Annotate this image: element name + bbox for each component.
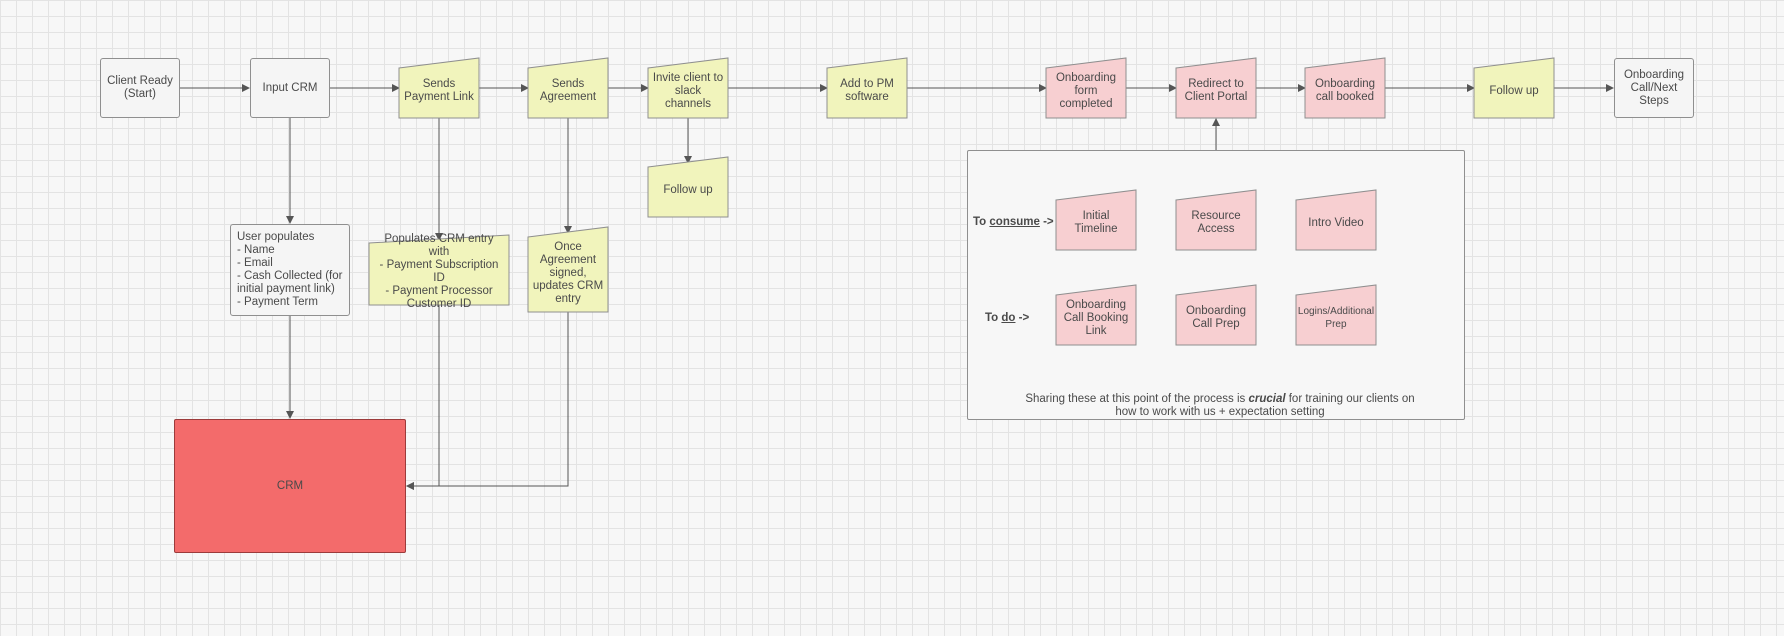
node-user-populates-label: User populates - Name - Email - Cash Col… [237,231,343,308]
row-label-consume-word: consume [989,216,1040,228]
node-initial-timeline[interactable]: Initial Timeline [1055,189,1137,251]
row-label-consume-suffix: -> [1039,216,1054,228]
panel-note-before: Sharing these at this point of the proce… [1025,393,1249,405]
node-onboarding-form[interactable]: Onboarding form completed [1045,57,1127,119]
panel-note-emphasis: crucial [1248,393,1286,405]
node-logins-prep-label: Logins/Additional Prep [1297,306,1375,330]
manual-input-shape [1055,284,1137,346]
node-add-pm-label: Add to PM software [840,78,894,103]
manual-input-shape [1473,57,1555,119]
row-label-do-prefix: To [985,312,1002,324]
node-onboarding-call-prep[interactable]: Onboarding Call Prep [1175,284,1257,346]
node-onboarding-call-booking-link-label: Onboarding Call Booking Link [1063,298,1129,337]
node-follow-up-slack-label: Follow up [663,183,713,196]
node-redirect-portal-label: Redirect to Client Portal [1184,78,1248,103]
manual-input-shape [1175,189,1257,251]
node-invite-slack-label: Invite client to slack channels [652,71,724,110]
node-crm[interactable]: CRM [174,419,406,553]
manual-input-shape [1175,57,1257,119]
edge-populates-to-crm [406,305,440,490]
node-onboarding-call-next[interactable]: Onboarding Call/Next Steps [1614,58,1694,118]
node-resource-access-label: Resource Access [1191,210,1241,235]
node-user-populates[interactable]: User populates - Name - Email - Cash Col… [230,224,350,316]
node-follow-up-top[interactable]: Follow up [1473,57,1555,119]
manual-input-shape [398,57,480,119]
node-input-crm-label: Input CRM [262,81,318,94]
row-label-consume: To consume -> [973,216,1054,228]
node-onboarding-call-booked-label: Onboarding call booked [1314,78,1376,103]
node-redirect-portal[interactable]: Redirect to Client Portal [1175,57,1257,119]
node-onboarding-call-prep-label: Onboarding Call Prep [1185,305,1247,330]
manual-input-shape [826,57,908,119]
manual-input-shape [1304,57,1386,119]
node-once-agreement[interactable]: Once Agreement signed, updates CRM entry [527,226,609,313]
node-follow-up-slack[interactable]: Follow up [647,156,729,218]
manual-input-shape [1295,189,1377,251]
row-label-do-word: do [1001,312,1016,324]
node-client-ready[interactable]: Client Ready (Start) [100,58,180,118]
node-client-ready-label: Client Ready (Start) [107,75,173,100]
node-resource-access[interactable]: Resource Access [1175,189,1257,251]
node-input-crm[interactable]: Input CRM [250,58,330,118]
node-follow-up-top-label: Follow up [1489,84,1539,97]
manual-input-shape [527,57,609,119]
node-sends-payment-link[interactable]: Sends Payment Link [398,57,480,119]
node-initial-timeline-label: Initial Timeline [1074,210,1118,235]
node-intro-video-label: Intro Video [1308,216,1364,229]
manual-input-shape [1175,284,1257,346]
node-add-pm[interactable]: Add to PM software [826,57,908,119]
manual-input-shape [647,57,729,119]
row-label-consume-prefix: To [973,216,990,228]
node-invite-slack[interactable]: Invite client to slack channels [647,57,729,119]
node-onboarding-call-booked[interactable]: Onboarding call booked [1304,57,1386,119]
node-sends-agreement-label: Sends Agreement [539,78,597,103]
row-label-do-suffix: -> [1015,312,1030,324]
node-onboarding-form-label: Onboarding form completed [1055,71,1117,110]
node-once-agreement-label: Once Agreement signed, updates CRM entry [532,241,604,305]
node-sends-agreement[interactable]: Sends Agreement [527,57,609,119]
panel-note: Sharing these at this point of the proce… [1000,380,1440,419]
node-populates-crm-label: Populates CRM entry with - Payment Subsc… [379,233,499,310]
manual-input-shape [1055,189,1137,251]
row-label-do: To do -> [985,312,1029,324]
edge-once-to-crm [406,312,569,490]
manual-input-shape [1045,57,1127,119]
node-onboarding-call-next-label: Onboarding Call/Next Steps [1623,68,1685,107]
panel-note-after: for training our clients on how to work … [1115,393,1415,418]
manual-input-shape [647,156,729,218]
node-logins-prep[interactable]: Logins/Additional Prep [1295,284,1377,346]
node-onboarding-call-booking-link[interactable]: Onboarding Call Booking Link [1055,284,1137,346]
node-intro-video[interactable]: Intro Video [1295,189,1377,251]
manual-input-shape [368,234,510,306]
node-crm-label: CRM [276,479,304,492]
manual-input-shape [527,226,609,313]
node-populates-crm[interactable]: Populates CRM entry with - Payment Subsc… [368,233,510,310]
node-sends-payment-link-label: Sends Payment Link [404,78,474,103]
manual-input-shape [1295,284,1377,346]
